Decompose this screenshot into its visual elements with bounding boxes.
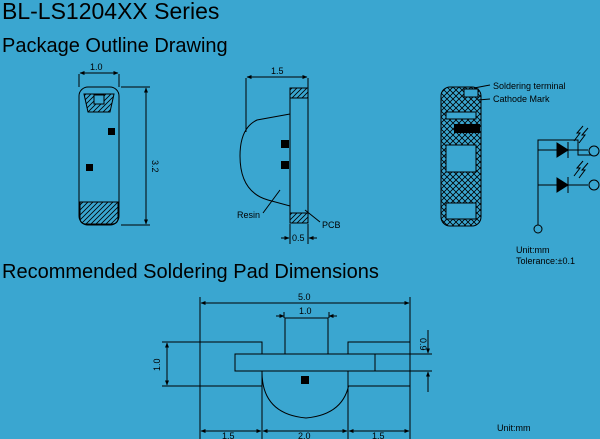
side-view	[239, 75, 321, 244]
label-resin: Resin	[237, 210, 260, 220]
dim-top-width: 1.0	[90, 62, 103, 72]
dim-pad-center-width: 1.0	[299, 306, 312, 316]
dim-pad-height-right: 0.9	[418, 338, 428, 351]
bottom-view	[440, 84, 491, 227]
unit-note: Unit:mm	[516, 245, 550, 255]
top-view	[78, 71, 150, 226]
dim-pad-seg-right: 1.5	[372, 431, 385, 439]
dim-side-width: 1.5	[271, 66, 284, 76]
dim-pad-seg-left: 1.5	[222, 431, 235, 439]
led-circuit-symbol	[533, 125, 600, 234]
dim-pcb-thickness: 0.5	[292, 233, 305, 243]
dim-pad-total: 5.0	[298, 292, 311, 302]
dim-pad-seg-mid: 2.0	[298, 431, 311, 439]
dim-top-height: 3.2	[150, 160, 160, 173]
pad-heading: Recommended Soldering Pad Dimensions	[2, 261, 379, 283]
label-soldering-terminal: Soldering terminal	[493, 81, 566, 91]
tolerance-note: Tolerance:±0.1	[516, 256, 575, 266]
pad-unit-note: Unit:mm	[497, 423, 531, 433]
series-title: BL-LS1204XX Series	[2, 0, 220, 24]
label-cathode-mark: Cathode Mark	[493, 94, 550, 104]
dim-pad-height-left: 1.0	[152, 358, 162, 371]
label-pcb: PCB	[322, 220, 341, 230]
pad-drawing	[162, 297, 432, 439]
outline-heading: Package Outline Drawing	[2, 35, 228, 57]
